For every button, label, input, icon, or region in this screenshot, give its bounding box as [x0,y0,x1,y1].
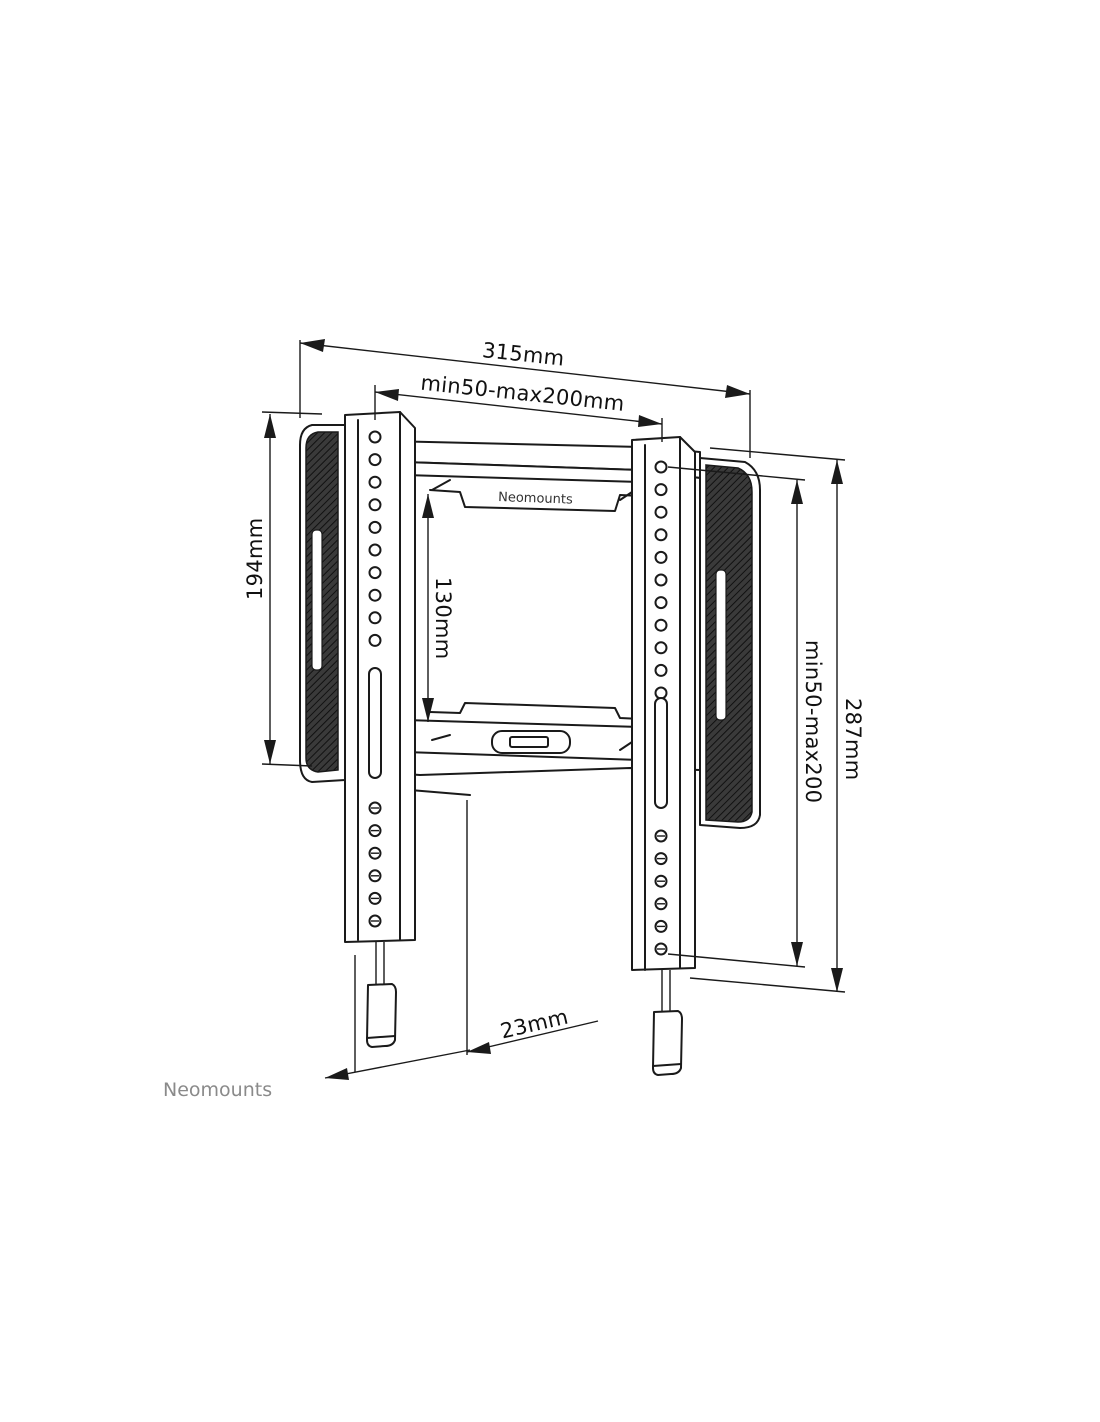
mount-hole [654,460,668,474]
right-pad [699,457,761,829]
mount-hole [654,663,668,677]
mount-hole [654,596,668,610]
label-vesa-height-inner: 130mm [431,577,455,660]
label-height-left: 194mm [243,518,267,601]
mount-hole [368,430,382,444]
mount-hole [368,566,382,580]
frame-logo: Neomounts [498,490,573,508]
mount-hole [654,573,668,587]
mount-hole [654,686,668,700]
dimension-lines [261,339,846,1080]
mount-hole [368,453,382,467]
corner-logo: Neomounts [163,1079,272,1101]
label-overall-width: 315mm [481,338,566,370]
mount-hole [654,528,668,542]
mount-hole [368,520,382,534]
mount-hole [368,475,382,489]
label-overall-height: 287mm [841,698,865,781]
mount-hole [368,611,382,625]
right-vertical-strip [631,436,696,1076]
mount-hole [654,550,668,564]
mount-hole [368,633,382,647]
label-vesa-height-right: min50-max200 [801,640,825,803]
mount-hole [654,641,668,655]
left-pad [299,424,346,783]
mount-hole [368,588,382,602]
mount-hole [654,483,668,497]
mount-hole [654,618,668,632]
label-depth: 23mm [498,1005,570,1044]
mount-hole [368,498,382,512]
left-vertical-strip [344,411,416,1048]
mount-hole [368,543,382,557]
mount-hole [654,505,668,519]
